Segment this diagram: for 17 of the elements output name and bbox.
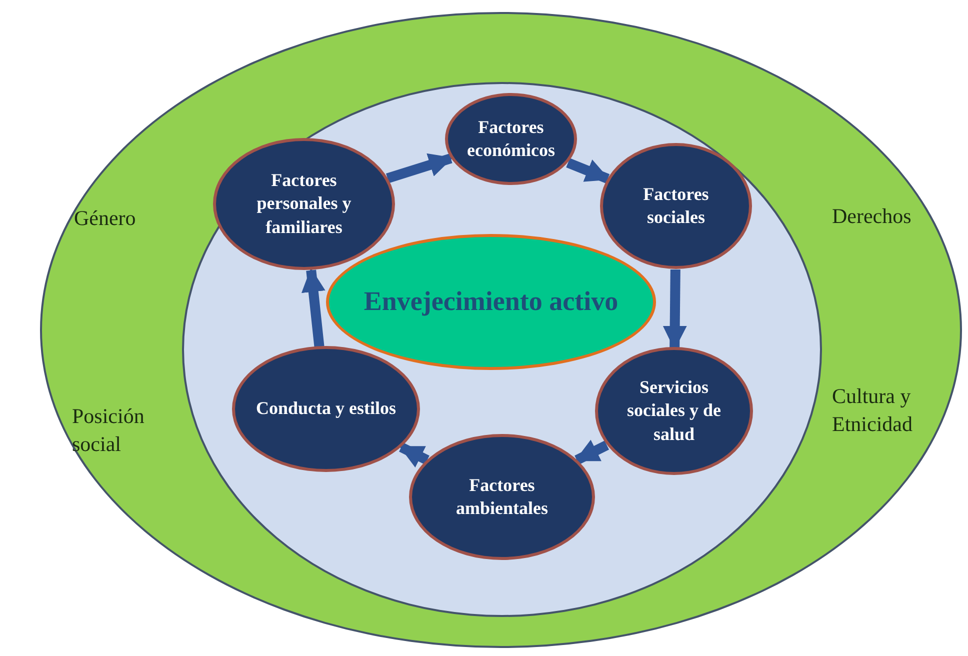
ring-label: Género	[74, 205, 136, 232]
block-arrow	[566, 158, 610, 183]
block-arrow	[574, 439, 610, 464]
ring-label: Posición social	[72, 403, 146, 458]
ring-label: Derechos	[832, 203, 912, 230]
factor-label: Factores personales y familiares	[256, 168, 352, 239]
factor-label: Conducta y estilos	[254, 397, 397, 420]
block-arrow	[399, 442, 430, 468]
block-arrow	[301, 267, 326, 347]
factor-label: Factores ambientales	[455, 474, 549, 520]
block-arrow	[386, 152, 454, 183]
factor-label: Factores económicos	[466, 116, 556, 162]
ring-label: Cultura y Etnicidad	[832, 383, 914, 438]
block-arrow	[662, 268, 687, 350]
factor-label: Factores sociales	[642, 182, 710, 229]
factor-label: Servicios sociales y de salud	[626, 376, 722, 446]
center-label: Envejecimiento activo	[364, 285, 618, 318]
